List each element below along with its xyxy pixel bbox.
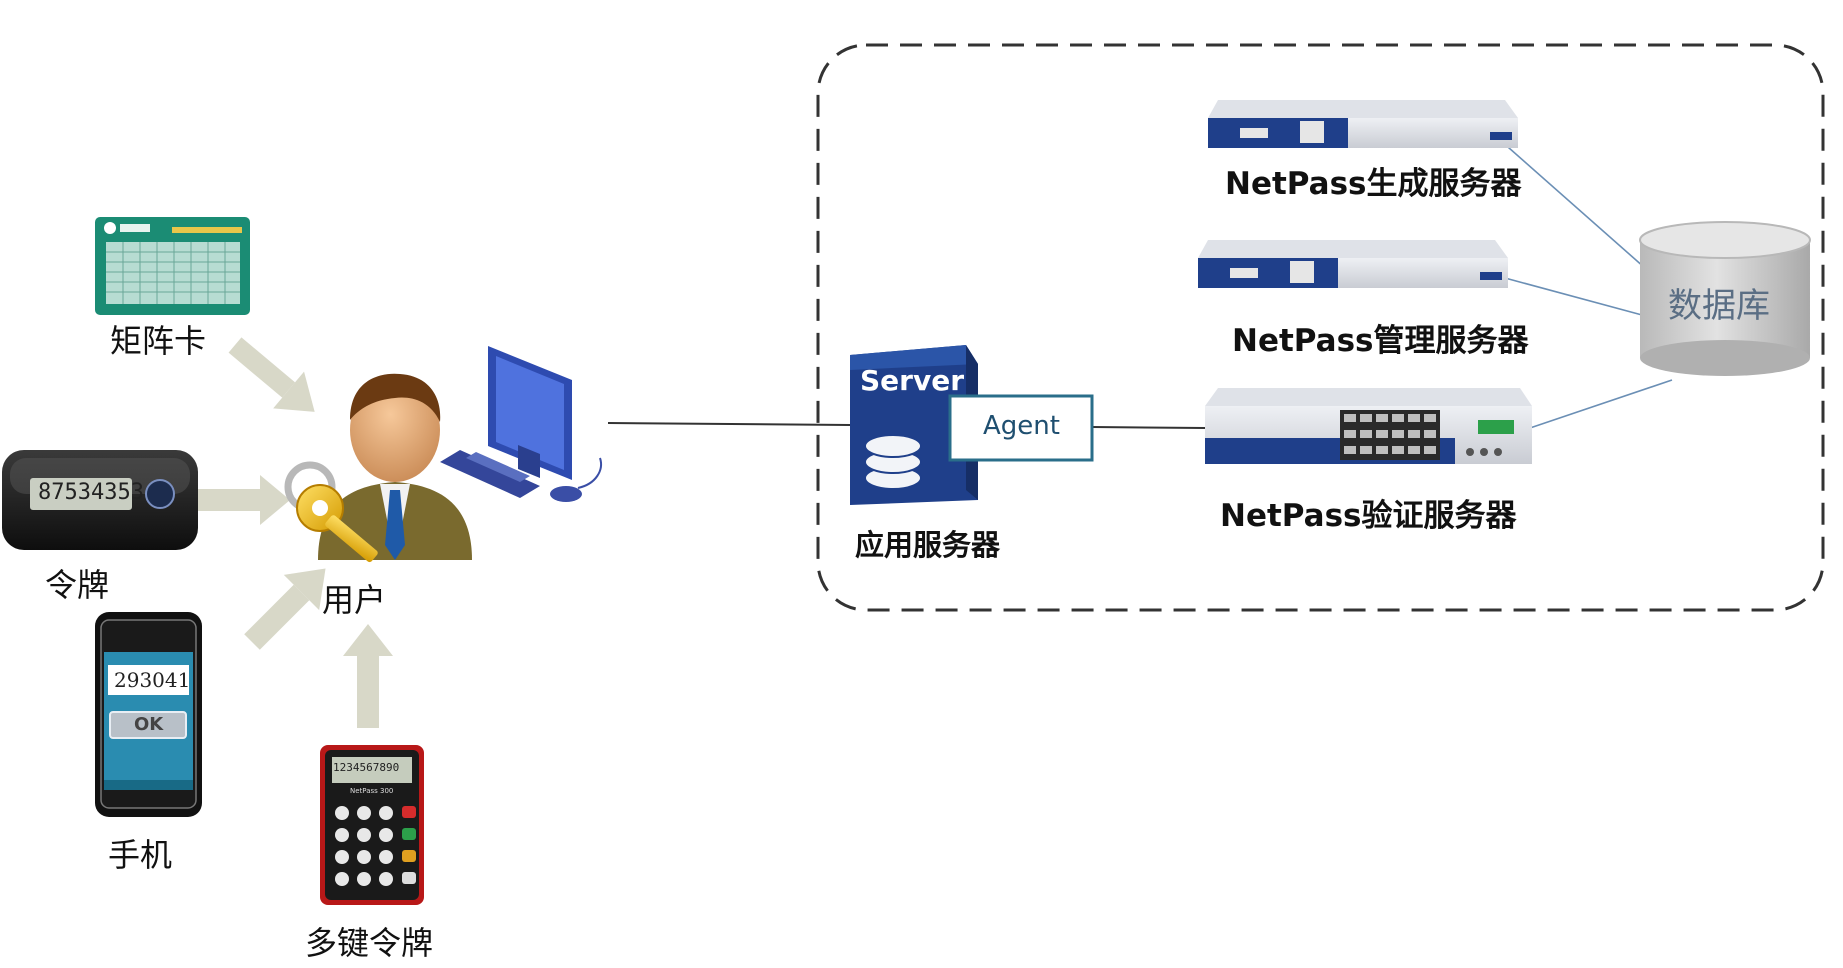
multikey-token-model: NetPass 300: [350, 787, 394, 795]
phone-icon: [95, 612, 202, 817]
user-with-key-icon: [284, 373, 472, 563]
database-icon: [1639, 221, 1811, 376]
agent-label: Agent: [983, 411, 1060, 441]
token-label: 令牌: [45, 566, 110, 604]
arrows-to-user: [198, 337, 393, 728]
app-server-label: 应用服务器: [855, 528, 1001, 562]
arrow-from-multikey-token: [343, 624, 393, 728]
link-verify-server-to-db: [1529, 379, 1673, 429]
phone-code: 293041: [114, 668, 191, 692]
link-mgmt-server-to-db: [1504, 277, 1643, 316]
phone-label: 手机: [108, 836, 173, 874]
multikey-token-label: 多键令牌: [305, 924, 434, 962]
arrow-from-matrix-card: [228, 337, 315, 412]
database-label: 数据库: [1668, 286, 1770, 326]
matrix-card-icon: [95, 217, 250, 315]
multikey-token-icon: [320, 745, 424, 905]
mgmt-server-icon: [1198, 240, 1508, 288]
link-gen-server-to-db: [1499, 139, 1646, 269]
mgmt-server-label: NetPass管理服务器: [1232, 323, 1529, 359]
user-label: 用户: [322, 581, 387, 619]
token-icon: [2, 450, 198, 550]
link-agent-to-verify-server: [1091, 426, 1206, 429]
phone-ok-button: OK: [134, 714, 164, 735]
arrow-from-token: [198, 475, 290, 525]
system-boundary: [816, 43, 1825, 612]
gen-server-icon: [1208, 100, 1518, 148]
multikey-token-display: 1234567890: [333, 761, 400, 774]
app-server-icon: [850, 345, 978, 505]
link-pc-to-app-server: [607, 422, 851, 426]
desktop-pc-icon: [440, 346, 602, 502]
matrix-card-label: 矩阵卡: [110, 322, 207, 360]
app-server-badge: Server: [860, 364, 965, 397]
agent-box: [948, 394, 1094, 462]
arrow-from-phone: [244, 568, 326, 650]
verify-server-label: NetPass验证服务器: [1220, 498, 1517, 534]
verify-server-icon: [1205, 388, 1532, 464]
token-display: 87534353: [38, 480, 144, 505]
gen-server-label: NetPass生成服务器: [1225, 166, 1522, 202]
